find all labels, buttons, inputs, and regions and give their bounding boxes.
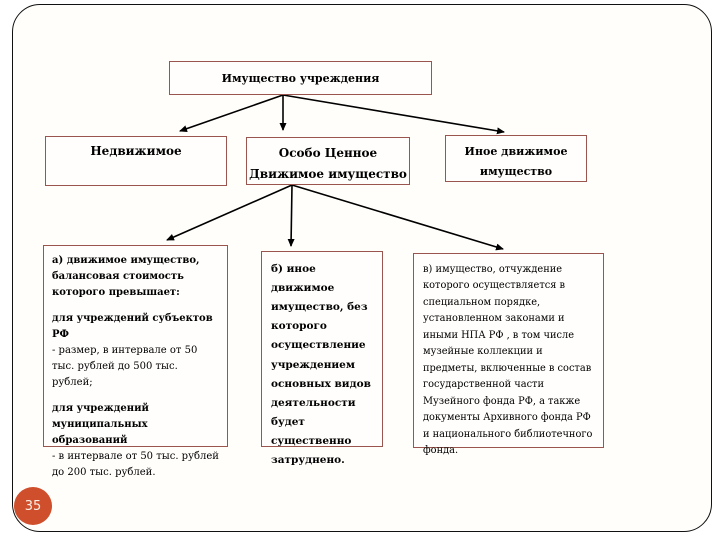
node-other-movable-label: Иное движимое имущество xyxy=(464,145,568,179)
detail-a-sub1-body: - размер, в интервале от 50 тыс. рублей … xyxy=(52,345,198,388)
node-immovable-label: Недвижимое xyxy=(90,144,182,158)
node-other-movable: Иное движимое имущество xyxy=(445,135,587,182)
detail-a-sub2-title: для учреждений муниципальных образований xyxy=(52,403,149,446)
detail-box-b-other-movable-essential: б) иное движимое имущество, без которого… xyxy=(261,251,383,466)
detail-a-sub2-body: - в интервале от 50 тыс. рублей до 200 т… xyxy=(52,451,219,478)
node-especially-valuable-label: Особо Ценное Движимое имущество xyxy=(249,146,407,181)
detail-box-a-movable-property-thresholds: а) движимое имущество, балансовая стоимо… xyxy=(43,245,228,478)
page-number-badge: 35 xyxy=(14,487,52,525)
detail-a-sub1-title: для учреждений субъектов РФ xyxy=(52,313,213,340)
node-immovable: Недвижимое xyxy=(45,136,227,186)
detail-a-heading: а) движимое имущество, балансовая стоимо… xyxy=(52,255,200,298)
node-especially-valuable-movable: Особо Ценное Движимое имущество xyxy=(246,137,410,185)
detail-b-text: б) иное движимое имущество, без которого… xyxy=(271,263,371,467)
node-root-label: Имущество учреждения xyxy=(221,71,380,85)
detail-c-text: в) имущество, отчуждение которого осущес… xyxy=(423,264,593,456)
page-number: 35 xyxy=(24,498,42,514)
detail-box-c-special-alienation-procedure: в) имущество, отчуждение которого осущес… xyxy=(413,253,604,456)
node-property-of-institution: Имущество учреждения xyxy=(169,61,432,95)
